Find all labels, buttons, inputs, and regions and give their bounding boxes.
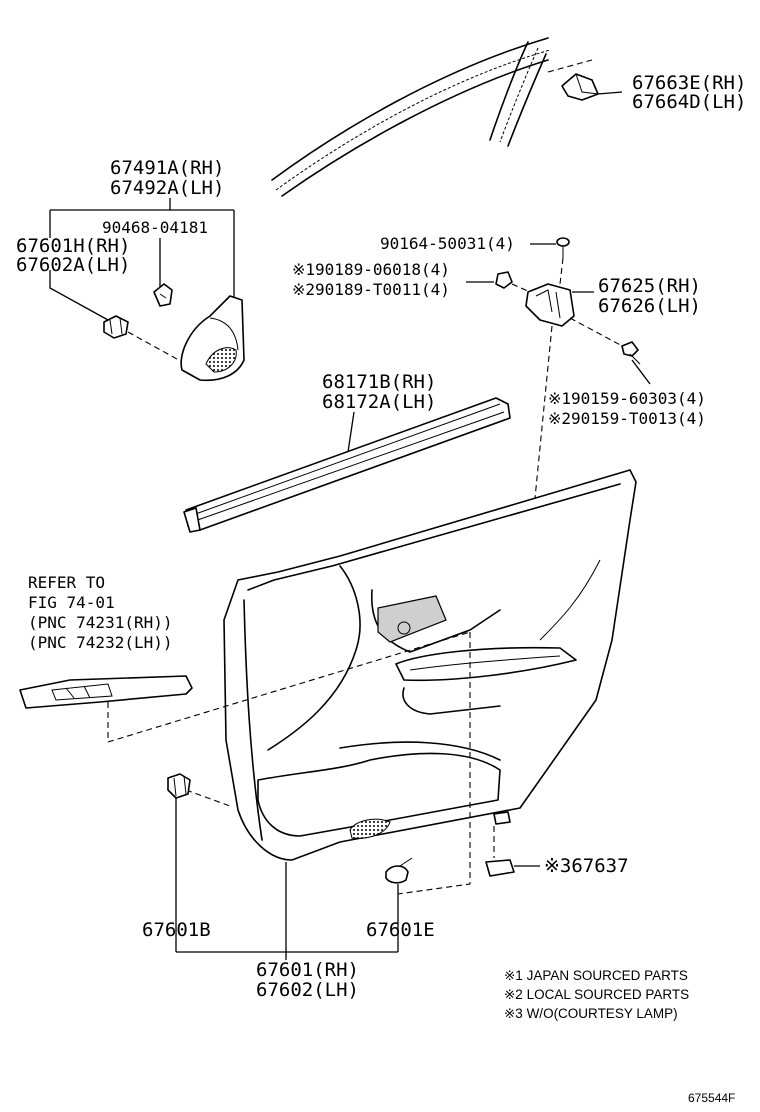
cover-67637-part [485,811,540,877]
label-67601e: 67601E [366,919,435,941]
clip-67663e-part [547,59,623,101]
screw-67601h-part [103,315,187,365]
label-90159-t0013: ※290159-T0013(4) [548,409,706,428]
label-refer-to: REFER TO [28,573,105,592]
label-67491a: 67491A(RH) [110,157,224,179]
belt-moulding-68171b-part [183,397,511,533]
label-68172a: 68172A(LH) [322,391,436,413]
label-67602-lh: 67602(LH) [256,979,359,1001]
label-90164: 90164-50031(4) [380,234,515,253]
label-67602a: 67602A(LH) [16,254,130,276]
label-90159-60303: ※190159-60303(4) [548,389,706,408]
label-67601-rh: 67601(RH) [256,959,359,981]
label-pnc-74231: (PNC 74231(RH)) [28,613,173,632]
label-67601h: 67601H(RH) [16,235,130,257]
label-67637: ※367637 [544,855,629,877]
label-67663e: 67663E(RH) [632,72,746,94]
clip-67601b-part [167,773,191,799]
screw-90164-part [530,237,570,285]
label-67492a: 67492A(LH) [110,177,224,199]
note-local-sourced: ※2 LOCAL SOURCED PARTS [504,987,689,1002]
trim-leader-lines [107,631,471,895]
door-trim-board-67601-part [223,469,637,861]
note-without-courtesy-lamp: ※3 W/O(COURTESY LAMP) [504,1006,678,1021]
figure-code: 675544F [688,1091,735,1105]
label-pnc-74232: (PNC 74232(LH)) [28,633,173,652]
leader-67491a [49,198,235,321]
bottom-leader-67601 [175,798,399,960]
label-fig-74-01: FIG 74-01 [28,593,115,612]
label-67625: 67625(RH) [598,275,701,297]
label-68171b: 68171B(RH) [322,371,436,393]
label-90189-t0011: ※290189-T0011(4) [292,280,450,299]
speaker-cover-67491a-part [180,295,245,382]
clip-67601e-part [385,857,413,884]
clip-90468-part [153,283,173,307]
switch-base-part [19,675,193,742]
label-67664d: 67664D(LH) [632,91,746,113]
nut-90189-part [466,271,531,293]
note-japan-sourced: ※1 JAPAN SOURCED PARTS [504,968,688,983]
screw-90159-part [569,317,651,385]
label-67626: 67626(LH) [598,295,701,317]
label-90468: 90468-04181 [102,218,208,237]
window-glass-run [271,37,551,197]
label-90189-06018: ※190189-06018(4) [292,260,450,279]
